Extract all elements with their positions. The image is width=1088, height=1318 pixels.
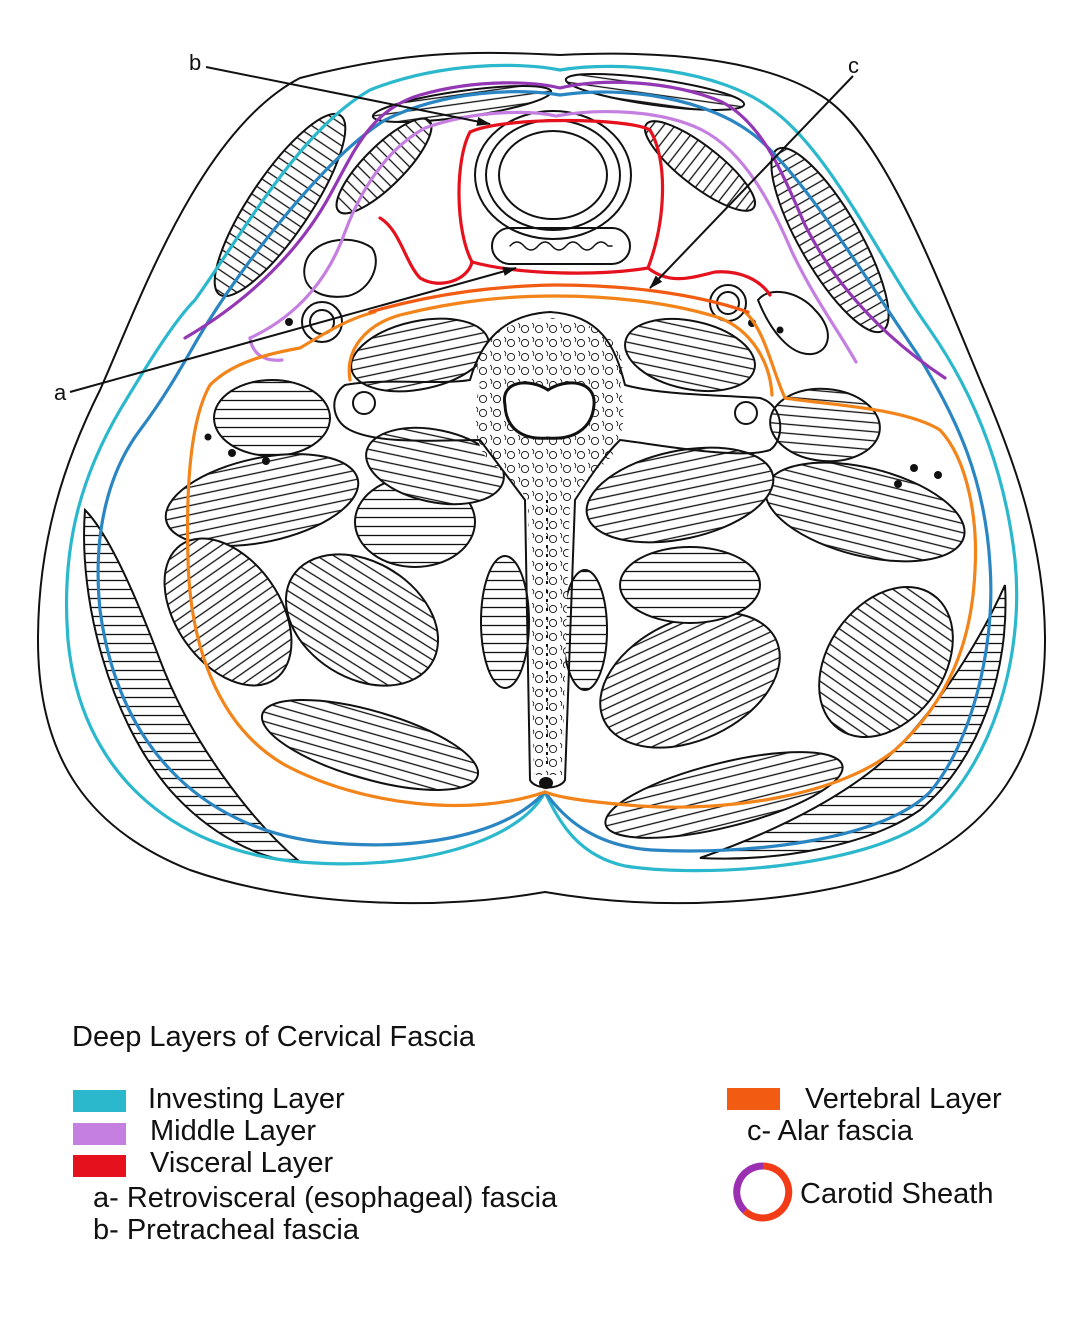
strap-muscle-right-lateral: [644, 120, 756, 212]
deep-muscles: [163, 317, 966, 839]
nerve-dot: [262, 457, 270, 465]
legend-swatch-investing: [73, 1090, 126, 1112]
skin-outline: [37, 51, 1046, 905]
prevertebral-fascia: [347, 294, 774, 397]
arrow-b: [205, 66, 491, 126]
spinous-process-tip: [539, 777, 553, 789]
middle-layer-outer-line: [183, 80, 947, 380]
internal-jugular-vein-right: [757, 290, 829, 356]
semispinalis-cervicis-right: [619, 546, 761, 624]
airway-and-esophagus: [474, 110, 632, 265]
label-a: a: [54, 380, 67, 405]
legend-label-visceral: Visceral Layer: [150, 1147, 334, 1179]
legend-label-investing: Investing Layer: [148, 1083, 345, 1115]
longus-colli-left: [350, 317, 490, 393]
esophagus: [491, 227, 631, 265]
vertebra-outline: [333, 311, 782, 789]
middle-layer-inner-line: [248, 110, 858, 364]
longus-colli-right: [624, 318, 756, 392]
sternocleidomastoid-left: [213, 112, 347, 298]
pointer-labels: b c a: [54, 50, 859, 405]
nerve-dot: [228, 449, 236, 457]
nerve-dot: [204, 433, 212, 441]
vertebra-spongy-bone: [475, 318, 624, 775]
transverse-foramen-right: [734, 401, 758, 425]
investing-layer: [64, 63, 1019, 873]
semispinalis-capitis-right: [599, 611, 781, 749]
sternocleidomastoid-right: [770, 146, 890, 334]
scalene-left: [213, 379, 331, 457]
nerve-dot: [910, 464, 918, 472]
strap-muscle-left-lateral: [335, 117, 433, 215]
vertebral-layer-right-loop: [543, 310, 978, 809]
legend-label-alar: c- Alar fascia: [747, 1115, 914, 1147]
label-b: b: [189, 50, 201, 75]
visceral-layer-left-extension: [378, 216, 474, 285]
nerve-dot: [934, 471, 942, 479]
carotid-sheath-icon: [733, 1162, 793, 1222]
legend-label-pretracheal: b- Pretracheal fascia: [93, 1214, 360, 1246]
trachea-ring: [485, 119, 621, 231]
nerve-dot: [285, 318, 293, 326]
multifidus-left-upper: [365, 426, 505, 506]
legend-label-middle: Middle Layer: [150, 1115, 316, 1147]
legend: Deep Layers of Cervical Fascia Investing…: [72, 1021, 1002, 1246]
legend-swatch-visceral: [73, 1155, 126, 1177]
trachea-lumen: [498, 130, 608, 220]
splenius-right: [764, 461, 966, 563]
label-c: c: [848, 53, 859, 78]
nerve-dot: [894, 480, 902, 488]
legend-title: Deep Layers of Cervical Fascia: [72, 1021, 476, 1053]
alar-fascia: [368, 283, 750, 314]
deep-muscle-right-lower: [604, 751, 844, 839]
visceral-layer-right-extension: [646, 266, 772, 297]
carotid-sheath-icon-red-arc: [742, 1162, 793, 1222]
legend-label-carotid-sheath: Carotid Sheath: [800, 1178, 993, 1210]
carotid-artery-left: [301, 301, 343, 343]
legend-swatch-middle: [73, 1123, 126, 1145]
investing-layer-outer-line: [64, 63, 1019, 873]
arrow-c: [649, 75, 854, 289]
spinal-canal: [503, 381, 596, 440]
arrow-a: [69, 267, 517, 393]
splenius-left: [164, 453, 360, 547]
cervical-vertebra: [333, 311, 782, 789]
multifidus-right-upper: [585, 446, 775, 544]
nerve-dot: [776, 326, 784, 334]
levator-scapulae-left: [163, 537, 293, 687]
semispinalis-capitis-left: [284, 553, 440, 687]
legend-label-vertebral: Vertebral Layer: [805, 1083, 1002, 1115]
legend-swatch-vertebral: [727, 1088, 780, 1110]
levator-scapulae-right: [818, 586, 954, 738]
vertebral-layer: [185, 283, 978, 809]
esophagus-lumen: [509, 241, 613, 251]
deep-muscle-left-lower: [260, 699, 480, 791]
visceral-layer: [378, 118, 772, 297]
multifidus-left-lower: [480, 555, 530, 689]
investing-layer-inner-line: [96, 90, 993, 853]
internal-jugular-vein-left: [303, 238, 377, 298]
transverse-foramen-left: [352, 391, 376, 415]
legend-label-retrovisceral: a- Retrovisceral (esophageal) fascia: [93, 1182, 558, 1214]
vertebral-layer-left-loop: [185, 310, 547, 808]
carotid-sheath-icon-purple-arc: [733, 1162, 764, 1214]
trachea-outer: [474, 110, 632, 240]
